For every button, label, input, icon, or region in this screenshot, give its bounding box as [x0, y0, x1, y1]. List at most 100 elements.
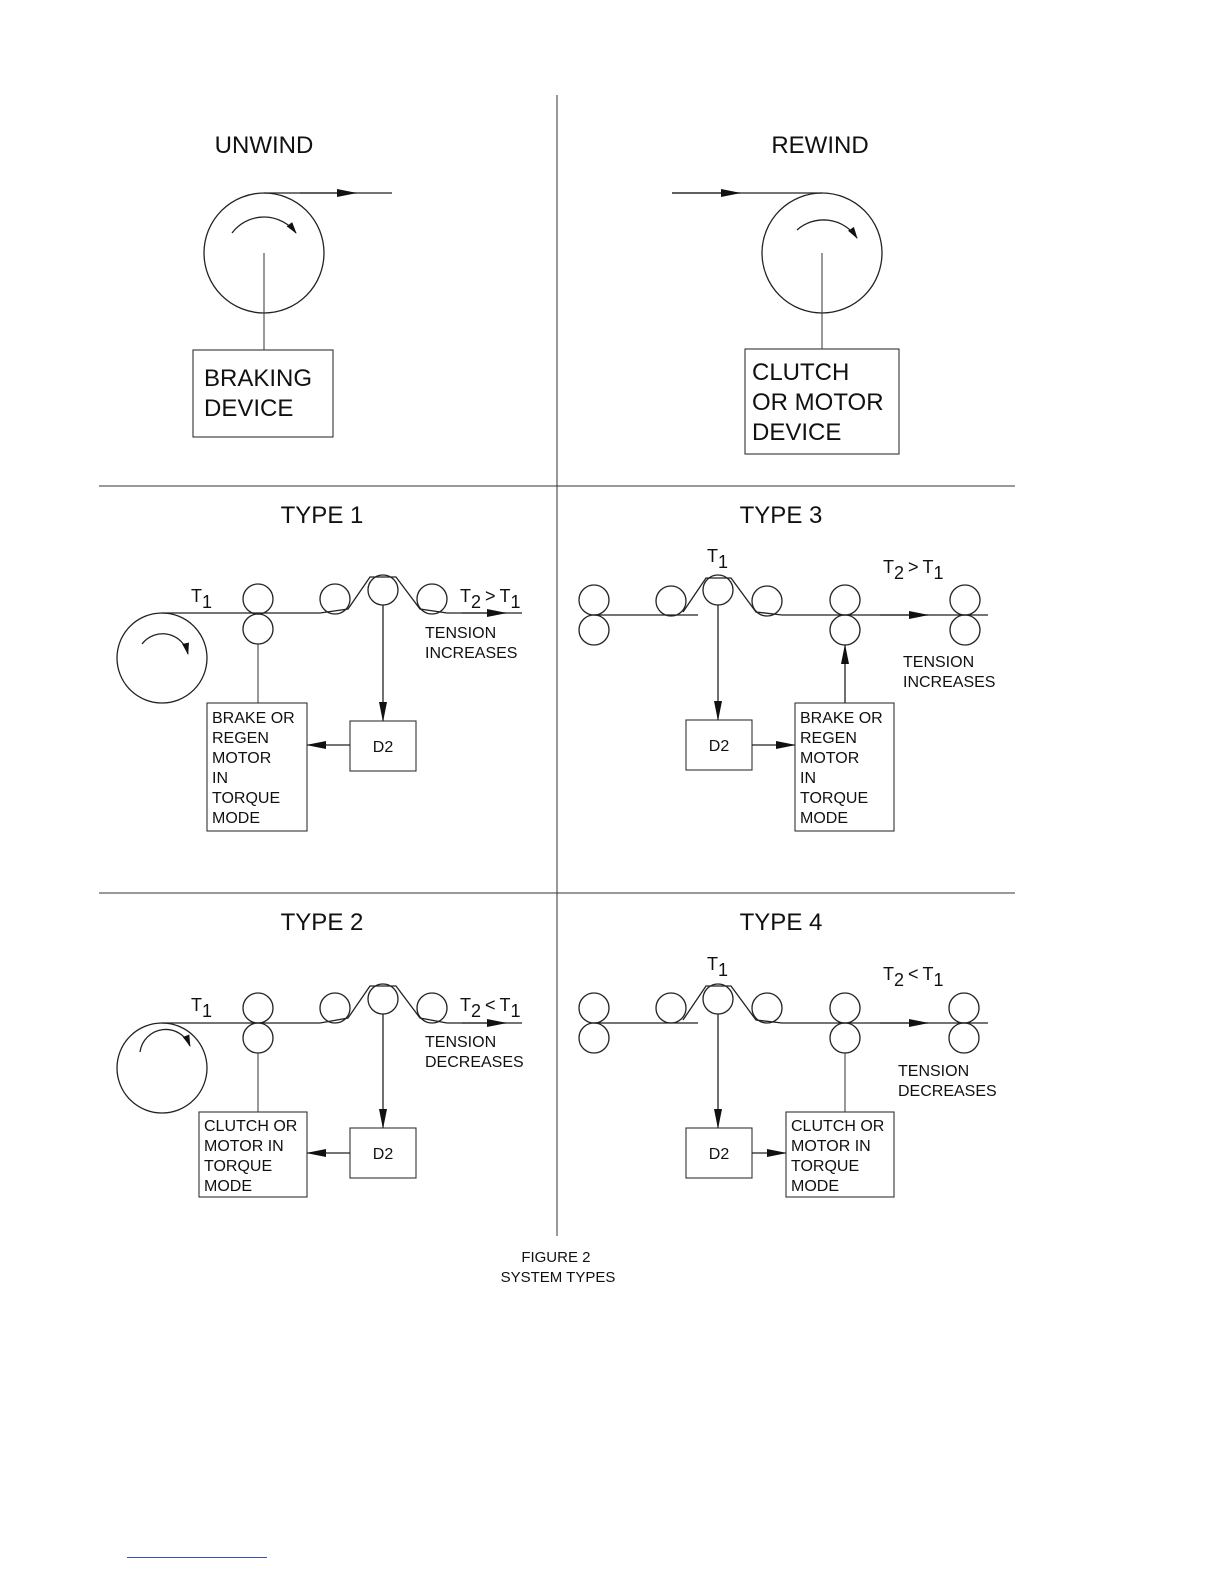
- t2-relation-label: T2>T1: [460, 586, 521, 612]
- note-line: TENSION: [903, 654, 974, 671]
- t-symbol: T: [883, 964, 894, 984]
- label-line: DEVICE: [752, 419, 841, 446]
- label-line: TORQUE: [800, 790, 868, 807]
- subscript: 1: [718, 552, 728, 572]
- type3-title: TYPE 3: [740, 502, 823, 529]
- label-line: IN: [800, 770, 816, 787]
- label-line: MOTOR: [800, 750, 859, 767]
- type1-panel: TYPE 1 T1 T2>T1 TENSION INCREASES D2 BRA…: [116, 502, 522, 832]
- dancer-roll: [702, 574, 734, 606]
- label-line: OR MOTOR: [752, 389, 884, 416]
- subscript: 2: [894, 563, 904, 583]
- brake-regen-motor-box: [206, 702, 308, 832]
- label-line: MOTOR: [212, 750, 271, 767]
- operator: >: [485, 586, 496, 606]
- idler-roll: [751, 992, 783, 1024]
- dancer-roll: [702, 983, 734, 1015]
- tension-note: TENSION DECREASES: [898, 1063, 997, 1100]
- type4-panel: TYPE 4 T1 T2<T1 TENSION DECREASES D2 CLU…: [578, 909, 997, 1198]
- t2-relation-label: T2<T1: [460, 995, 521, 1021]
- t-symbol: T: [460, 586, 471, 606]
- t-symbol: T: [923, 964, 934, 984]
- dancer-roll: [367, 983, 399, 1015]
- label-line: BRAKE OR: [212, 710, 295, 727]
- t1-label: T1: [707, 546, 728, 572]
- subscript: 1: [934, 970, 944, 990]
- brake-regen-motor-label: BRAKE OR REGEN MOTOR IN TORQUE MODE: [800, 710, 887, 827]
- web-path: [319, 985, 448, 1024]
- unwind-roll: [116, 1022, 208, 1114]
- subscript: 2: [471, 592, 481, 612]
- nip-roll-bottom: [829, 1022, 861, 1054]
- t-symbol: T: [191, 586, 202, 606]
- footer-rule: [127, 1557, 267, 1558]
- d2-box: [685, 1127, 753, 1179]
- note-line: TENSION: [425, 625, 496, 642]
- idler-roll: [416, 992, 448, 1024]
- nip-roll-bottom: [578, 1022, 610, 1054]
- t1-label: T1: [191, 586, 212, 612]
- t-symbol: T: [923, 557, 934, 577]
- d2-label: D2: [373, 739, 394, 756]
- web-path: [319, 576, 448, 614]
- note-line: DECREASES: [425, 1054, 524, 1071]
- rotation-arrow-icon: [231, 216, 297, 234]
- t-symbol: T: [460, 995, 471, 1015]
- note-line: INCREASES: [903, 674, 995, 691]
- subscript: 1: [718, 960, 728, 980]
- t2-relation-label: T2<T1: [883, 964, 944, 990]
- label-line: REGEN: [800, 730, 857, 747]
- braking-device-label: BRAKING DEVICE: [204, 365, 319, 422]
- idler-roll: [319, 583, 351, 615]
- t-symbol: T: [191, 995, 202, 1015]
- d2-label: D2: [709, 1146, 730, 1163]
- dancer-roll: [367, 574, 399, 606]
- nip-roll-bottom: [948, 1022, 980, 1054]
- rotation-arrow-icon: [139, 1028, 191, 1053]
- note-line: TENSION: [898, 1063, 969, 1080]
- subscript: 1: [202, 1001, 212, 1021]
- label-line: CLUTCH: [752, 359, 849, 386]
- idler-roll: [655, 585, 687, 617]
- t1-label: T1: [707, 954, 728, 980]
- tension-note: TENSION DECREASES: [425, 1034, 524, 1071]
- nip-roll-bottom: [242, 613, 274, 645]
- tension-note: TENSION INCREASES: [903, 654, 995, 691]
- label-line: REGEN: [212, 730, 269, 747]
- unwind-panel: UNWIND BRAKING DEVICE: [192, 132, 392, 438]
- subscript: 2: [471, 1001, 481, 1021]
- t-symbol: T: [707, 954, 718, 974]
- t2-relation-label: T2>T1: [883, 557, 944, 583]
- rewind-title: REWIND: [771, 132, 868, 159]
- nip-roll-top: [242, 992, 274, 1024]
- label-line: IN: [212, 770, 228, 787]
- subscript: 1: [511, 592, 521, 612]
- nip-roll-bottom: [829, 614, 861, 646]
- caption-line: SYSTEM TYPES: [501, 1269, 616, 1286]
- brake-regen-motor-label: BRAKE OR REGEN MOTOR IN TORQUE MODE: [212, 710, 299, 827]
- note-line: INCREASES: [425, 645, 517, 662]
- label-line: MOTOR IN: [204, 1138, 284, 1155]
- nip-roll-top: [242, 583, 274, 615]
- nip-roll-top: [948, 992, 980, 1024]
- label-line: BRAKE OR: [800, 710, 883, 727]
- rotation-arrow-icon: [141, 633, 189, 655]
- d2-label: D2: [373, 1146, 394, 1163]
- type2-panel: TYPE 2 T1 T2<T1 TENSION DECREASES D2 CLU…: [116, 909, 524, 1198]
- label-line: MOTOR IN: [791, 1138, 871, 1155]
- nip-roll-top: [829, 584, 861, 616]
- nip-roll-top: [578, 584, 610, 616]
- operator: <: [485, 995, 496, 1015]
- caption-line: FIGURE 2: [521, 1249, 590, 1266]
- nip-roll-top: [829, 992, 861, 1024]
- idler-roll: [655, 992, 687, 1024]
- type2-title: TYPE 2: [281, 909, 364, 936]
- label-line: CLUTCH OR: [204, 1118, 297, 1135]
- operator: >: [908, 557, 919, 577]
- label-line: MODE: [791, 1178, 839, 1195]
- label-line: MODE: [800, 810, 848, 827]
- tension-note: TENSION INCREASES: [425, 625, 517, 662]
- label-line: MODE: [212, 810, 260, 827]
- t-symbol: T: [500, 995, 511, 1015]
